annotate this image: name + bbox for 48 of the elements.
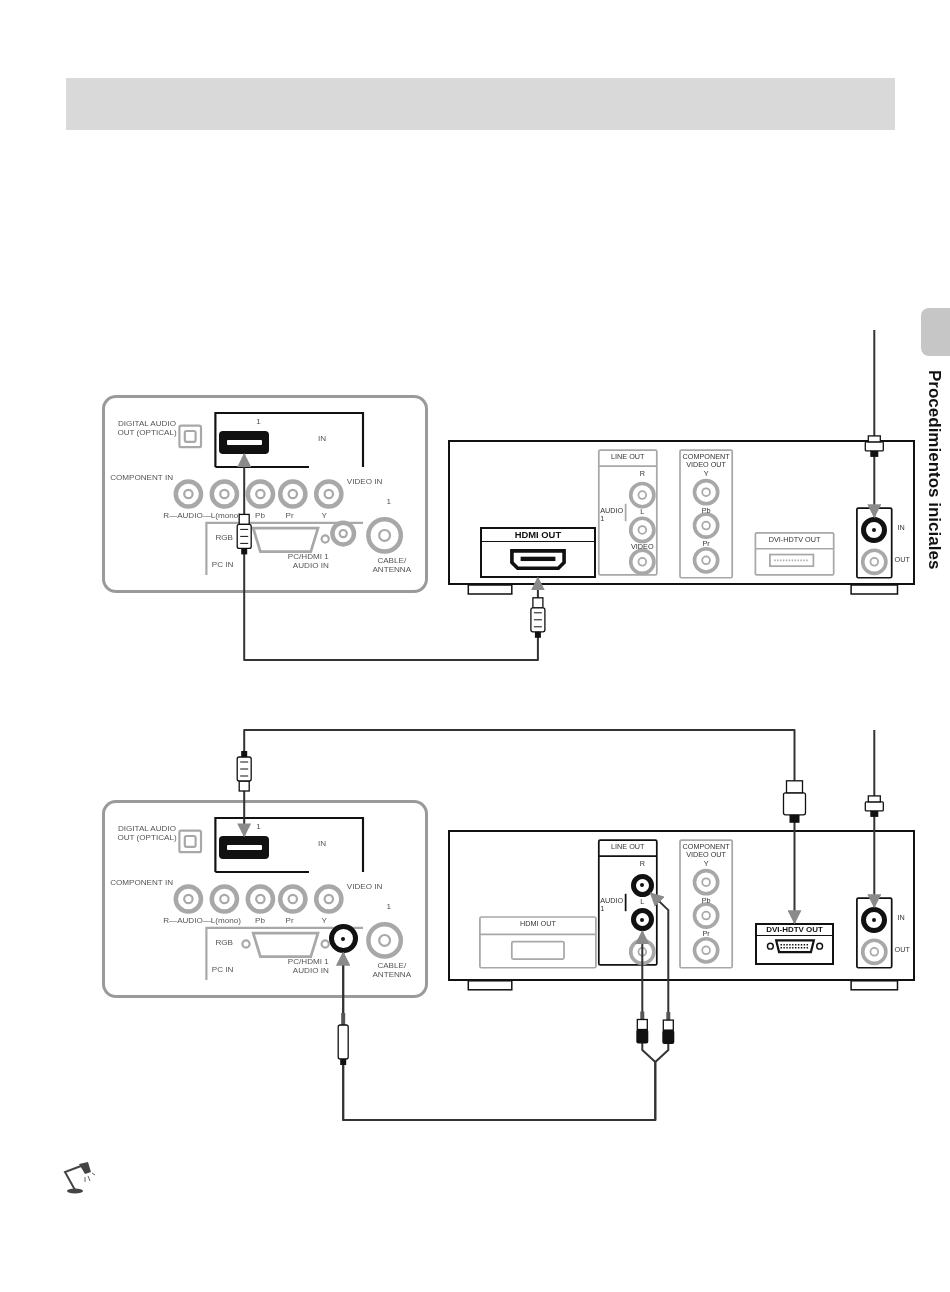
port-label: IN: [318, 839, 328, 849]
port-label: 1: [255, 823, 262, 833]
port-label: 1: [255, 418, 262, 428]
port-label: RGB: [215, 533, 234, 543]
cable-connector: [867, 729, 882, 909]
port-label: 1: [386, 497, 392, 507]
port-label: RGB: [215, 938, 234, 948]
port-label: CABLE/ ANTENNA: [371, 557, 413, 575]
cable-connector: [867, 329, 882, 519]
cable-connector: [237, 729, 802, 925]
cable-connector: [336, 892, 670, 1121]
jack-socket: [630, 873, 654, 897]
port-label: PC IN: [211, 560, 235, 570]
port-label: Y: [321, 512, 328, 521]
port-label: Y: [321, 917, 328, 926]
player-rear-panel: [448, 830, 915, 981]
port-label: VIDEO IN: [346, 477, 384, 487]
port-label: DIGITAL AUDIO OUT (OPTICAL): [116, 420, 178, 438]
port-label: PC IN: [211, 965, 235, 975]
port-label: R—AUDIO—L(mono): [163, 917, 242, 926]
port-label: 1: [386, 902, 392, 912]
section-title: Procedimientos iniciales: [924, 370, 944, 570]
port-label: HDMI OUT: [481, 529, 594, 543]
port-panel: [479, 527, 596, 578]
player-rear-panel: [448, 440, 915, 585]
port-label: COMPONENT IN: [109, 474, 174, 484]
port-label: IN: [318, 434, 328, 444]
port-label: VIDEO IN: [346, 882, 384, 892]
port-label: Pr: [285, 512, 295, 521]
port-label: Pb: [255, 917, 266, 926]
port-label: Pr: [285, 917, 295, 926]
jack-socket: [861, 516, 888, 543]
tv-connector-panel: [102, 395, 428, 593]
jack-socket: [328, 924, 358, 953]
hdmi-port: [219, 431, 270, 455]
port-label: CABLE/ ANTENNA: [371, 962, 413, 980]
port-label: PC/HDMI 1 AUDIO IN: [286, 958, 329, 977]
port-label: PC/HDMI 1 AUDIO IN: [286, 553, 329, 572]
port-label: R—AUDIO—L(mono): [163, 512, 242, 521]
port-panel: [755, 922, 834, 965]
port-label: Pb: [255, 512, 266, 521]
port-label: COMPONENT IN: [109, 879, 174, 889]
jack-socket: [630, 908, 654, 932]
jack-socket: [861, 906, 888, 933]
cable-connector: [237, 453, 545, 661]
port-label: DIGITAL AUDIO OUT (OPTICAL): [116, 825, 178, 843]
hdmi-port: [219, 836, 270, 860]
tv-connector-panel: [102, 800, 428, 998]
